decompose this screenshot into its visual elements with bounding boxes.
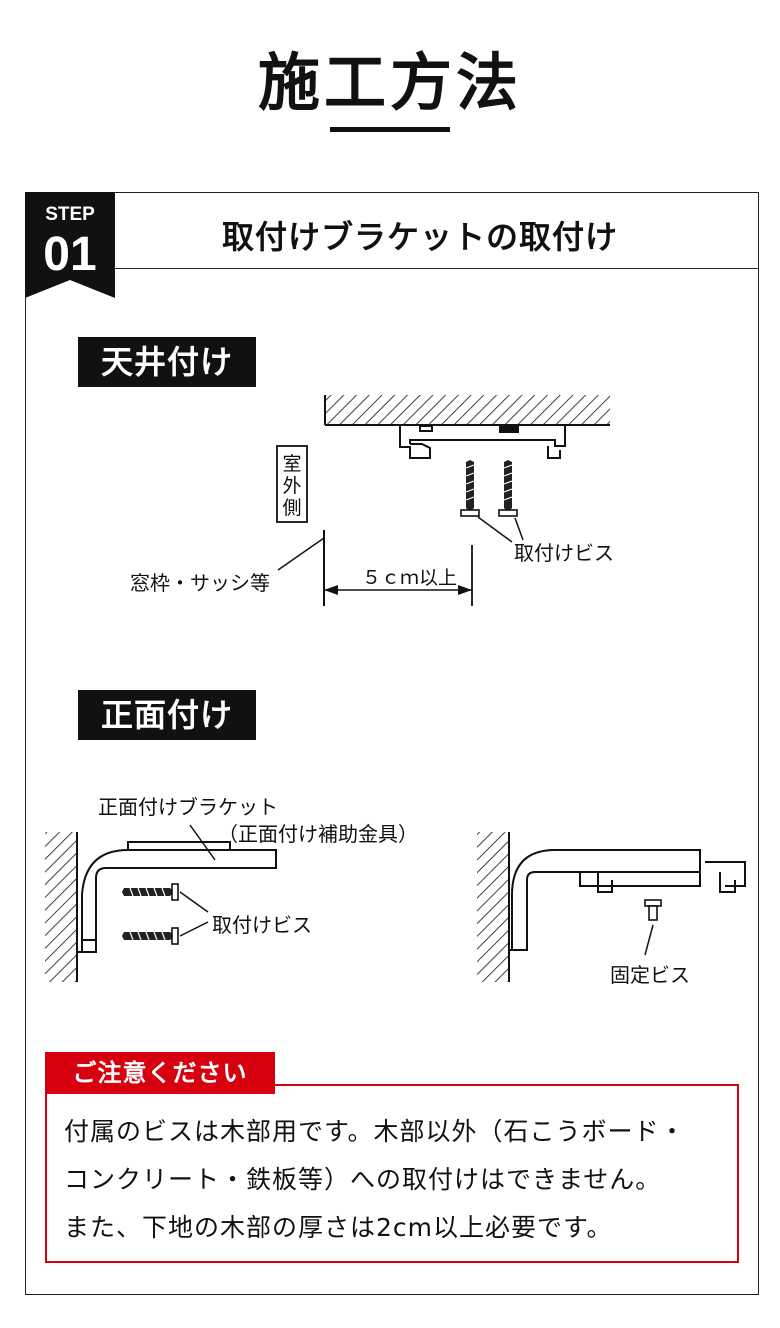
front-bracket-label: 正面付けブラケット [98,795,278,819]
front-screw-2 [122,927,179,945]
ceiling-hatch [325,395,610,425]
front-right-bracket [509,849,746,951]
wall-hatch-right [477,832,509,982]
notice-line-1: 付属のビスは木部用です。木部以外（石こうボード・ [64,1117,686,1146]
ceiling-screw-label: 取付けビス [514,541,614,565]
step-badge: STEP 01 [25,192,115,298]
step-title: 取付けブラケットの取付け [221,218,618,256]
ceiling-screw-1 [460,460,480,517]
notice-heading: ご注意ください [45,1052,275,1094]
front-mount-left-diagram: 取付けビス 正面付けブラケット （正面付け補助金具） [45,795,418,982]
step-badge-number: 01 [43,228,96,281]
wall-hatch-left [45,832,77,982]
distance-label: ５ｃｍ以上 [362,567,457,589]
front-mount-label: 正面付け [78,690,256,740]
front-bracket-sub-label: （正面付け補助金具） [218,822,418,846]
title-underline [330,127,450,132]
step-badge-word: STEP [45,204,95,225]
installation-diagrams: 取付けビス 室 外 側 窓枠・サッシ等 ５ｃｍ以上 [45,395,746,987]
step-frame [25,192,759,1295]
ceiling-mount-diagram: 取付けビス 室 外 側 窓枠・サッシ等 ５ｃｍ以上 [130,395,614,606]
notice-line-2: コンクリート・鉄板等）への取付けはできません。 [64,1165,662,1194]
ceiling-mount-label: 天井付け [78,337,256,387]
fixing-screw [644,899,662,921]
outdoor-side-char-2: 外 [282,475,301,497]
notice-line-3: また、下地の木部の厚さは2cm以上必要です。 [64,1213,613,1242]
front-bracket [77,841,277,953]
outdoor-side-char-3: 側 [282,497,301,519]
page-title: 施工方法 [257,46,522,119]
fixing-screw-label: 固定ビス [610,963,690,987]
notice-box [45,1084,739,1263]
window-frame-label: 窓枠・サッシ等 [130,571,270,595]
outdoor-side-char-1: 室 [282,453,301,475]
outdoor-side-box [276,445,308,523]
front-screw-label: 取付けビス [212,913,312,937]
ceiling-bracket [399,425,566,459]
ceiling-screw-2 [498,460,518,517]
step-header-divider [25,268,759,269]
front-mount-right-diagram: 固定ビス [477,832,746,987]
front-screw-1 [122,883,179,901]
